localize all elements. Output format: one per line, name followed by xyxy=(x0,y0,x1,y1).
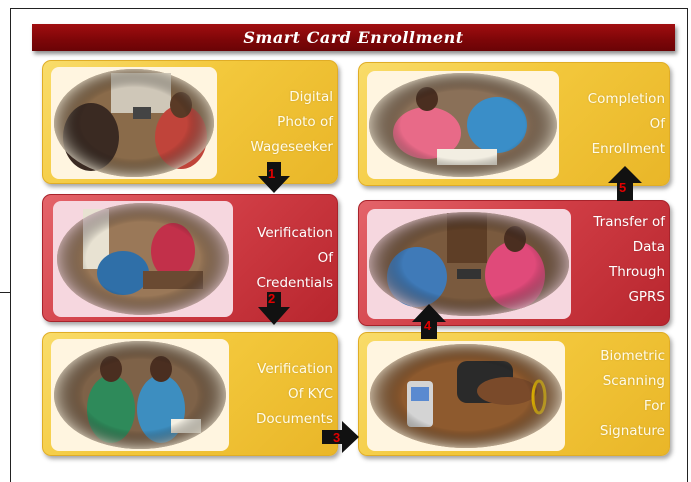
arrow-right-icon xyxy=(322,421,359,453)
fingerprint-scanner-scene-icon xyxy=(367,341,565,451)
label-line: Completion xyxy=(587,91,665,107)
arrow-up-icon xyxy=(412,304,446,339)
step-label-data-transfer: Transfer of Data Through GPRS xyxy=(569,210,665,310)
step-card-kyc-documents: Verification Of KYC Documents xyxy=(42,332,338,456)
step-label-kyc-documents: Verification Of KYC Documents xyxy=(223,357,333,432)
label-line: Documents xyxy=(256,411,333,427)
arrow-up-icon xyxy=(608,166,642,201)
label-line: Of KYC xyxy=(288,386,333,402)
step-number-2: 2 xyxy=(268,291,276,306)
label-line: Data xyxy=(632,239,665,255)
step-label-digital-photo: Digital Photo of Wageseeker xyxy=(218,85,333,160)
step-card-completion: Completion Of Enrollment xyxy=(358,62,670,186)
label-line: Verification xyxy=(257,361,333,377)
label-line: Through xyxy=(609,264,665,280)
label-line: Of xyxy=(317,250,333,266)
step-card-digital-photo: Digital Photo of Wageseeker xyxy=(42,60,338,184)
step-number-4: 4 xyxy=(424,318,432,333)
label-line: Wageseeker xyxy=(250,139,333,155)
arrow-down-icon xyxy=(258,162,290,193)
step-number-1: 1 xyxy=(268,166,276,181)
step-card-data-transfer: Transfer of Data Through GPRS xyxy=(358,200,670,326)
label-line: Of xyxy=(649,116,665,132)
photo-camera-scene-icon xyxy=(51,67,217,179)
label-line: Credentials xyxy=(256,275,333,291)
outer-frame xyxy=(10,8,688,482)
label-line: Photo of xyxy=(277,114,333,130)
left-tick-mark xyxy=(0,292,10,293)
label-line: Verification xyxy=(257,225,333,241)
step-label-verification-credentials: Verification Of Credentials xyxy=(228,221,333,296)
arrow-down-icon xyxy=(258,292,290,325)
step-number-3: 3 xyxy=(333,430,341,445)
label-line: Signature xyxy=(599,423,665,439)
step-card-biometric-scanning: Biometric Scanning For Signature xyxy=(358,332,670,456)
step-card-verification-credentials: Verification Of Credentials xyxy=(42,194,338,322)
document-check-scene-icon xyxy=(53,201,233,317)
step-label-biometric-scanning: Biometric Scanning For Signature xyxy=(565,344,665,444)
label-line: GPRS xyxy=(628,289,665,305)
step-label-completion: Completion Of Enrollment xyxy=(565,87,665,162)
data-transfer-scene-icon xyxy=(367,209,571,319)
label-line: Scanning xyxy=(602,373,665,389)
label-line: Transfer of xyxy=(593,214,665,230)
label-line: Enrollment xyxy=(591,141,665,157)
step-number-5: 5 xyxy=(619,180,627,195)
title-bar: Smart Card Enrollment xyxy=(32,24,675,51)
label-line: Biometric xyxy=(600,348,665,364)
kyc-documents-scene-icon xyxy=(51,339,229,451)
enrollment-complete-scene-icon xyxy=(367,71,559,179)
label-line: Digital xyxy=(289,89,333,105)
label-line: For xyxy=(643,398,665,414)
diagram-title: Smart Card Enrollment xyxy=(243,28,464,47)
